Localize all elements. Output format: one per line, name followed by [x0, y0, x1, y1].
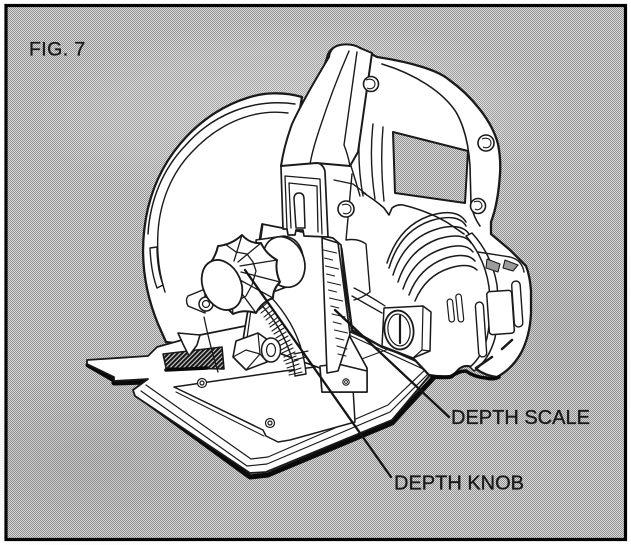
svg-text:DEPTH KNOB: DEPTH KNOB [394, 473, 524, 495]
svg-text:DEPTH SCALE: DEPTH SCALE [451, 407, 590, 429]
svg-text:FIG. 7: FIG. 7 [29, 39, 86, 61]
